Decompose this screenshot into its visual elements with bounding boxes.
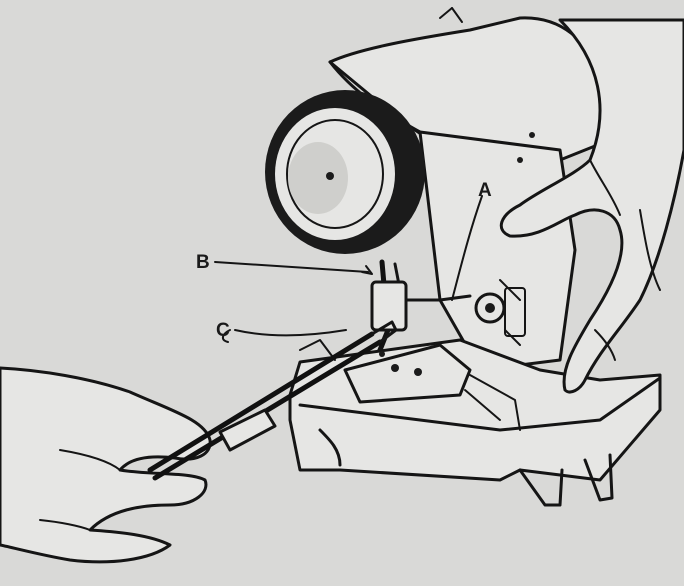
callout-b-label: B <box>196 252 210 273</box>
callout-c-label: C <box>216 320 230 341</box>
hand-wheel <box>265 90 425 254</box>
callout-a-label: A <box>478 180 492 201</box>
